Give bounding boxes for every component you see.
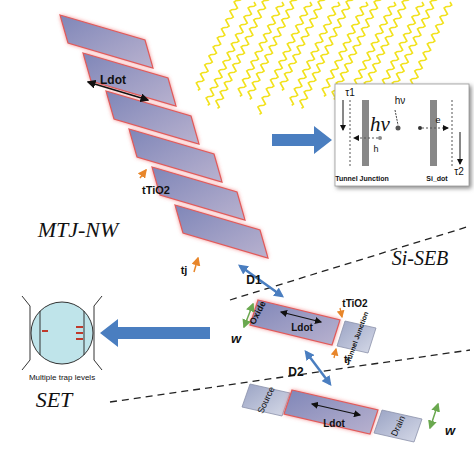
- dimension-label: tTiO2: [142, 185, 170, 196]
- length-arrow: [312, 404, 360, 415]
- light-ray: [258, 2, 312, 114]
- width-arrow: [430, 404, 438, 428]
- photon-label: hν: [370, 114, 390, 135]
- light-ray: [216, 0, 270, 108]
- dot-glow: [175, 205, 268, 258]
- dimension-label: Ldot: [323, 419, 345, 429]
- distance-label: D2: [288, 366, 303, 378]
- dimension-label: tj: [344, 355, 350, 365]
- dimension-label: Ldot: [291, 323, 313, 333]
- drain-block: [374, 410, 422, 442]
- length-arrow: [281, 312, 321, 322]
- light-ray: [238, 2, 283, 96]
- light-ray: [322, 2, 367, 96]
- light-ray: [290, 2, 340, 105]
- inset-box: [335, 84, 469, 186]
- thickness-arrow: [194, 258, 198, 272]
- carrier-path: [354, 138, 378, 139]
- excitation: [396, 126, 401, 131]
- barrier-line: [40, 311, 41, 355]
- light-ray: [196, 0, 241, 90]
- tau-label: τ1: [345, 88, 355, 98]
- photon-line: [395, 110, 398, 125]
- dimension-label: Ldot: [100, 74, 126, 86]
- barrier: [430, 100, 437, 166]
- dimension-label: tj: [181, 265, 188, 276]
- distance-arrow: [240, 266, 282, 296]
- carrier-path: [422, 128, 448, 129]
- level-line: [452, 100, 453, 166]
- caption-label: Multiple trap levels: [29, 374, 95, 382]
- block-arrow: [100, 319, 210, 347]
- section-label: SET: [36, 389, 73, 411]
- barrier-symbol: [22, 296, 102, 370]
- level-line: [350, 100, 351, 166]
- barrier: [362, 100, 369, 166]
- electron: [418, 126, 422, 130]
- thickness-arrow: [340, 308, 342, 317]
- hole: [378, 136, 382, 140]
- block-arrow: [272, 126, 332, 154]
- si-dot: [284, 390, 378, 434]
- distance-arrow: [306, 352, 330, 384]
- section-label: Si-SEB: [392, 248, 449, 268]
- thickness-arrow: [334, 349, 336, 358]
- tau-label: τ2: [454, 167, 464, 177]
- barrier-line: [84, 311, 85, 355]
- trap-circle: [31, 302, 93, 364]
- section-label: MTJ-NW: [38, 219, 119, 241]
- inset-label: Tunnel Junction: [335, 175, 389, 182]
- distance-label: D1: [246, 274, 261, 286]
- carrier-label: e: [435, 116, 440, 125]
- photon-label: hν: [395, 96, 406, 106]
- si-dot: [175, 205, 268, 258]
- light-ray: [280, 0, 325, 90]
- carrier-label: h: [373, 145, 378, 154]
- dimension-label: w: [445, 424, 455, 437]
- tau-arrow: [460, 132, 461, 164]
- tau-arrow: [343, 100, 344, 130]
- dimension-label: tTiO2: [342, 299, 367, 309]
- light-ray: [206, 2, 256, 105]
- dot-glow: [284, 390, 378, 434]
- light-ray: [364, 0, 409, 90]
- inset-label: Si_dot: [426, 175, 447, 182]
- divider: [230, 226, 470, 300]
- light-ray: [406, 2, 451, 96]
- dimension-label: w: [231, 332, 241, 345]
- thickness-arrow: [140, 170, 146, 178]
- source-block: [242, 384, 290, 416]
